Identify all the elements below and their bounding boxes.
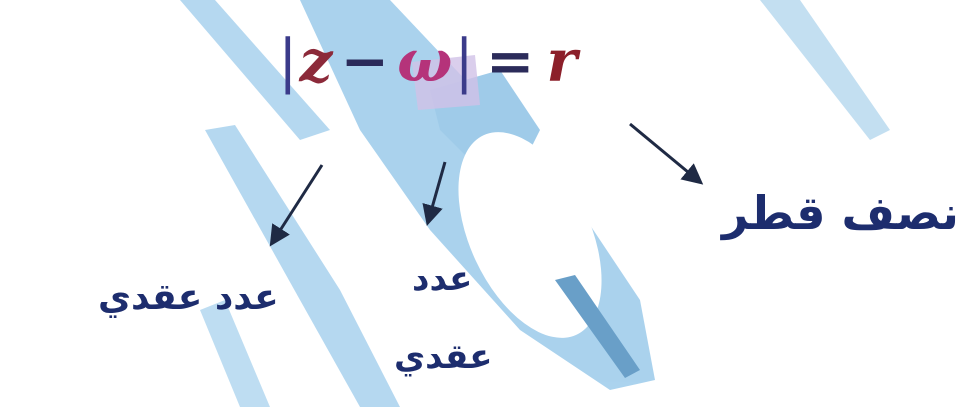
abs-bar-left: | (278, 27, 300, 95)
label-complex-number-z: عدد عقدي (98, 277, 279, 318)
circle-equation: |z−ω|=r (278, 32, 579, 90)
variable-omega: ω (397, 27, 455, 95)
streak-right-top (760, 0, 890, 140)
variable-r: r (546, 27, 580, 95)
label-complex-number-w-line2: عقدي (394, 337, 493, 377)
highlight-omega (412, 55, 480, 110)
background-streaks (180, 0, 890, 407)
streak-left-bottom (200, 300, 270, 407)
streak-top-left (180, 0, 330, 140)
label-radius: نصف قطر (722, 186, 958, 240)
variable-z: z (299, 27, 335, 95)
streak-left-long (205, 125, 400, 407)
streak-dark-line (555, 275, 640, 378)
abs-bar-right: | (454, 27, 476, 95)
minus-sign: − (340, 27, 392, 95)
equals-sign: = (485, 27, 537, 95)
label-complex-number-w-line1: عدد (412, 259, 473, 299)
arrow-to-w-label (422, 161, 447, 227)
arrow-to-z-label (269, 164, 324, 247)
arrow-to-r-label (629, 122, 704, 185)
